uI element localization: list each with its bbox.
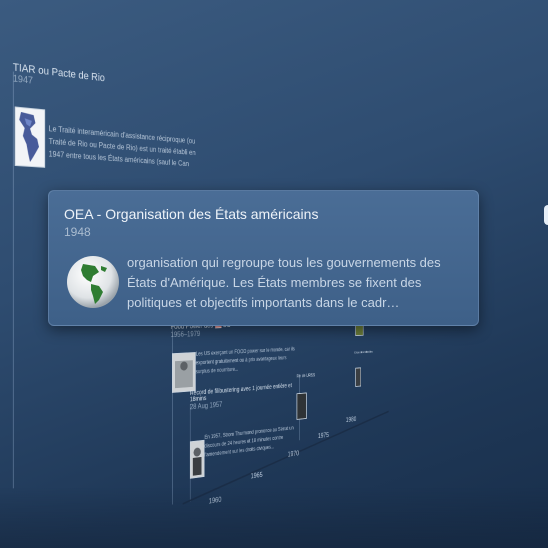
axis-tick-label: 1980 — [345, 415, 357, 424]
timeline-plane[interactable]: TIAR ou Pacte de Rio 1947 Le Traité inte… — [0, 0, 389, 548]
event-title: Crise des Missiles — [354, 349, 373, 355]
americas-map-thumbnail — [14, 106, 46, 168]
thurmond-photo — [189, 439, 205, 479]
focused-event-card[interactable]: OEA - Organisation des États américains … — [48, 190, 479, 326]
axis-tick-label: 1975 — [317, 431, 329, 440]
card-year: 1948 — [64, 225, 91, 239]
next-item-indicator[interactable] — [544, 205, 548, 225]
event-connector-line — [172, 324, 173, 505]
urss-photo — [296, 392, 307, 420]
axis-shadow — [0, 488, 548, 548]
food-power-photo — [172, 352, 196, 393]
axis-tick-label: 1970 — [287, 449, 300, 459]
event-description: En 1957, Strom Thurmond prononce au Séna… — [204, 425, 294, 459]
event-description: Les US exerçant un FOOD power sur le mon… — [195, 347, 295, 376]
event-description: Le Traité interaméricain d'assistance ré… — [48, 124, 196, 168]
axis-tick-label: 1965 — [250, 470, 263, 481]
event-tiar[interactable]: TIAR ou Pacte de Rio 1947 — [13, 62, 207, 106]
event-small-right-2[interactable]: Crise des Missiles — [354, 349, 383, 355]
globe-americas-icon — [65, 254, 121, 310]
event-connector-line — [12, 71, 14, 489]
card-title: OEA - Organisation des États américains — [64, 206, 319, 222]
event-fin-urss[interactable]: Fin de URSS — [296, 372, 334, 380]
event-filibustering[interactable]: Record de filibustering avec 1 journée e… — [190, 381, 312, 411]
event-title: Fin de URSS — [296, 373, 315, 380]
card-description: organisation qui regroupe tous les gouve… — [127, 255, 441, 310]
event-photo — [355, 367, 362, 387]
